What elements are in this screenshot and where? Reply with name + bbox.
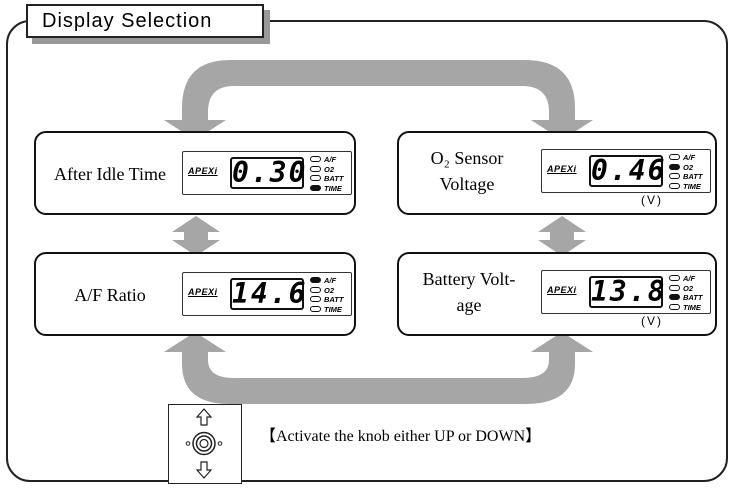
lcd-display: APEXi 0.46 A/F O2 BATT TIME [541, 149, 711, 193]
unit-label: (V) [641, 193, 663, 207]
lcd-frame [182, 151, 352, 195]
mode-batt: BATT [310, 295, 354, 304]
mode-batt: BATT [669, 172, 713, 181]
lcd-display: APEXi 0.30 A/F O2 BATT TIME [182, 151, 352, 195]
brand-logo: APEXi [547, 164, 577, 174]
lcd-frame [541, 270, 711, 314]
lcd-display: APEXi 14.6 A/F O2 BATT TIME [182, 272, 352, 316]
knob-icon [185, 408, 223, 479]
lcd-frame [182, 272, 352, 316]
lcd-reading: 0.30 [232, 156, 308, 189]
segment-window: 0.30 [230, 156, 308, 189]
lcd-reading: 13.8 [591, 275, 667, 308]
brand-logo: APEXi [547, 285, 577, 295]
unit-label: (V) [641, 314, 663, 328]
left-updown-arrow [172, 216, 220, 256]
mode-af: A/F [310, 276, 354, 285]
panel-o2-sensor-voltage: O₂ Sensor Voltage APEXi 0.46 A/F O2 BATT… [397, 131, 717, 215]
mode-o2: O2 [669, 284, 713, 293]
lcd-display: APEXi 13.8 A/F O2 BATT TIME [541, 270, 711, 314]
panel-battery-voltage: Battery Volt- age APEXi 13.8 A/F O2 BATT… [397, 252, 717, 336]
mode-o2: O2 [669, 163, 713, 172]
mode-batt: BATT [669, 293, 713, 302]
lcd-reading: 0.46 [591, 154, 667, 187]
mode-af: A/F [669, 274, 713, 283]
segment-window: 13.8 [589, 275, 667, 308]
panel-label: A/F Ratio [74, 285, 146, 305]
mode-indicators: A/F O2 BATT TIME [310, 155, 354, 193]
mode-time: TIME [310, 305, 354, 314]
lcd-reading: 14.6 [232, 277, 308, 310]
panel-after-idle-time: After Idle Time APEXi 0.30 A/F O2 BATT T… [34, 131, 356, 215]
bottom-loop-arrow [164, 332, 593, 404]
right-updown-arrow [538, 216, 586, 256]
panel-label-line1: Battery Volt- [422, 269, 516, 289]
mode-o2: O2 [310, 165, 354, 174]
panel-label-line1: O₂ Sensor [430, 148, 504, 168]
page-title: Display Selection [26, 4, 264, 38]
panel-label-line2: age [456, 295, 482, 315]
mode-indicators: A/F O2 BATT TIME [310, 276, 354, 314]
mode-time: TIME [669, 182, 713, 191]
panel-label: After Idle Time [54, 164, 166, 184]
panel-af-ratio: A/F Ratio APEXi 14.6 A/F O2 BATT TIME [34, 252, 356, 336]
brand-logo: APEXi [188, 166, 218, 176]
panel-label-line2: Voltage [439, 174, 495, 194]
mode-o2: O2 [310, 286, 354, 295]
segment-window: 0.46 [589, 154, 667, 187]
mode-indicators: A/F O2 BATT TIME [669, 274, 713, 312]
mode-af: A/F [310, 155, 354, 164]
segment-window: 14.6 [230, 277, 308, 310]
down-arrow-icon [195, 461, 213, 479]
display-selection-frame [6, 20, 728, 482]
panel-label: Battery Volt- age [401, 266, 537, 318]
mode-time: TIME [669, 303, 713, 312]
up-arrow-icon [195, 408, 213, 426]
panel-label: O₂ Sensor Voltage [401, 145, 533, 197]
mode-batt: BATT [310, 174, 354, 183]
knob-control[interactable] [168, 404, 242, 484]
mode-time: TIME [310, 184, 354, 193]
mode-indicators: A/F O2 BATT TIME [669, 153, 713, 191]
brand-logo: APEXi [188, 287, 218, 297]
instruction-text: 【Activate the knob either UP or DOWN】 [260, 428, 542, 445]
mode-af: A/F [669, 153, 713, 162]
top-loop-arrow [164, 60, 593, 140]
lcd-frame [541, 149, 711, 193]
